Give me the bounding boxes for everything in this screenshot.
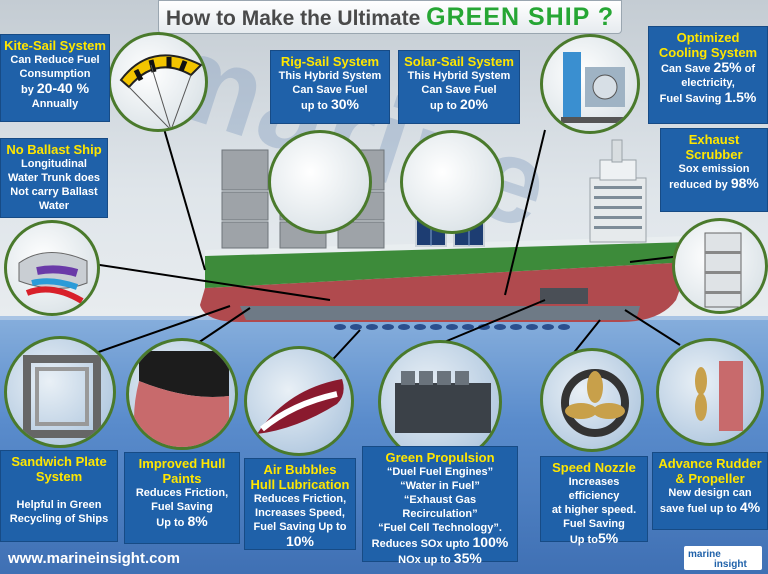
green-propulsion-line: “Water in Fuel” [400,480,480,492]
air-bubbles-heading: Air Bubbles [263,462,337,477]
cooling-system-image [540,34,640,134]
air-bubbles-line: Fuel Saving Up to [253,521,347,533]
rudder-line: save fuel up to 4% [659,499,761,515]
rig-sail-box: Rig-Sail System This Hybrid System Can S… [270,50,390,124]
cooling-line: Fuel Saving 1.5% [659,89,757,105]
kite-sail-line: Consumption [19,68,91,80]
green-propulsion-heading: Green Propulsion [385,450,495,465]
solar-sail-line: Can Save Fuel [421,84,497,96]
kite-sail-heading: Kite-Sail System [4,38,106,53]
solar-sail-circle [400,130,504,234]
title-prefix: How to Make the Ultimate [165,7,421,30]
speed-nozzle-box: Speed Nozzle Increases efficiency at hig… [540,456,648,546]
sandwich-heading: System [35,469,83,484]
propeller-icon [561,369,629,437]
rudder-line: New design can [668,487,752,499]
air-bubbles-heading: Hull Lubrication [250,477,350,492]
sandwich-line: Recycling of Ships [9,513,109,525]
bow-icon [134,351,229,447]
solar-sail-heading: Solar-Sail System [404,54,514,69]
rudder-heading: Advance Rudder [658,456,762,471]
rudder-icon [695,361,743,431]
solar-sail-line: This Hybrid System [407,70,511,82]
hull-paints-line: Fuel Saving [151,501,213,513]
scrubber-image [672,218,768,314]
rudder-box: Advance Rudder & Propeller New design ca… [652,452,768,530]
green-propulsion-line: Reduces SOx upto 100% [371,534,509,550]
bubble-hull-icon [257,379,344,434]
rudder-propeller-image [656,338,764,446]
speed-nozzle-image [540,348,644,452]
scrubber-line: Sox emission [678,163,750,175]
green-propulsion-line: NOx up to 35% [398,550,482,566]
scrubber-line: reduced by 98% [669,175,759,191]
brand-logo: marine insight [684,546,762,570]
scrubber-tower-icon [704,232,742,308]
cooling-heading: Cooling System [658,45,758,60]
page-title: How to Make the Ultimate GREEN SHIP ? [158,0,622,34]
air-bubbles-image [244,346,354,456]
no-ballast-line: Water Trunk does [8,172,100,184]
kite-sail-box: Kite-Sail System Can Reduce Fuel Consump… [0,34,110,122]
air-bubbles-line: Increases Speed, [255,507,345,519]
cooling-system-box: Optimized Cooling System Can Save 25% of… [648,26,768,124]
speed-nozzle-heading: Speed Nozzle [552,460,636,475]
no-ballast-image [4,220,100,316]
marine-insight-logo-icon: marine insight [684,546,762,570]
hull-paints-line: Reduces Friction, [135,487,229,499]
svg-text:insight: insight [714,559,747,570]
no-ballast-line: Longitudinal [21,158,87,170]
kite-sail-image [108,32,208,132]
speed-nozzle-line: Fuel Saving [563,518,625,530]
speed-nozzle-line: at higher speed. [551,504,637,516]
no-ballast-box: No Ballast Ship Longitudinal Water Trunk… [0,138,108,218]
solar-sail-line: up to 20% [430,96,488,112]
cooling-heading: Optimized [676,30,740,45]
title-highlight: GREEN SHIP ? [426,3,615,31]
scrubber-heading: Scrubber [685,147,743,162]
hull-paints-line: Up to 8% [156,513,208,529]
ballast-trunk-icon [18,252,88,304]
hull-paints-heading: Improved Hull [138,456,226,471]
sandwich-heading: Sandwich Plate [11,454,107,469]
rig-sail-line: up to 30% [301,96,359,112]
no-ballast-line: Not carry Ballast [10,186,98,198]
green-propulsion-box: Green Propulsion “Duel Fuel Engines” “Wa… [362,446,518,566]
green-propulsion-line: “Fuel Cell Technology”. [378,522,502,534]
scrubber-heading: Exhaust [688,132,740,147]
rudder-heading: & Propeller [675,471,745,486]
hull-paints-box: Improved Hull Paints Reduces Friction, F… [124,452,240,544]
footer-url[interactable]: www.marineinsight.com [8,550,180,567]
scrubber-box: Exhaust Scrubber Sox emission reduced by… [660,128,768,212]
air-bubbles-line: Reduces Friction, [253,493,347,505]
cooling-line: electricity, [681,77,735,89]
hull-paints-heading: Paints [162,471,202,486]
kite-sail-line: by 20-40 % [20,80,90,96]
rig-sail-circle [268,130,372,234]
air-bubbles-value: 10% [285,533,315,549]
kite-sail-line: Annually [31,98,79,110]
rig-sail-line: This Hybrid System [278,70,382,82]
no-ballast-heading: No Ballast Ship [6,142,102,157]
speed-nozzle-line: Increases efficiency [568,476,620,502]
air-bubbles-box: Air Bubbles Hull Lubrication Reduces Fri… [244,458,356,550]
sandwich-line: Helpful in Green [16,499,102,511]
parachute-icon [119,54,203,129]
svg-text:marine: marine [688,549,721,560]
kite-sail-line: Can Reduce Fuel [10,54,100,66]
rig-sail-line: Can Save Fuel [292,84,368,96]
green-propulsion-image [378,340,502,464]
rig-sail-heading: Rig-Sail System [280,54,380,69]
sandwich-plate-box: Sandwich Plate System Helpful in Green R… [0,450,118,542]
green-propulsion-line: “Duel Fuel Engines” [386,466,494,478]
sandwich-plate-image [4,336,116,448]
engine-icon [395,371,491,433]
solar-sail-box: Solar-Sail System This Hybrid System Can… [398,50,520,124]
cooling-unit-icon [561,52,627,123]
green-propulsion-line: “Exhaust Gas Recirculation” [402,494,478,520]
hull-paint-image [126,338,238,450]
speed-nozzle-line: Up to5% [569,530,619,546]
cooling-line: Can Save 25% of [660,59,756,75]
no-ballast-line: Water [38,200,70,212]
